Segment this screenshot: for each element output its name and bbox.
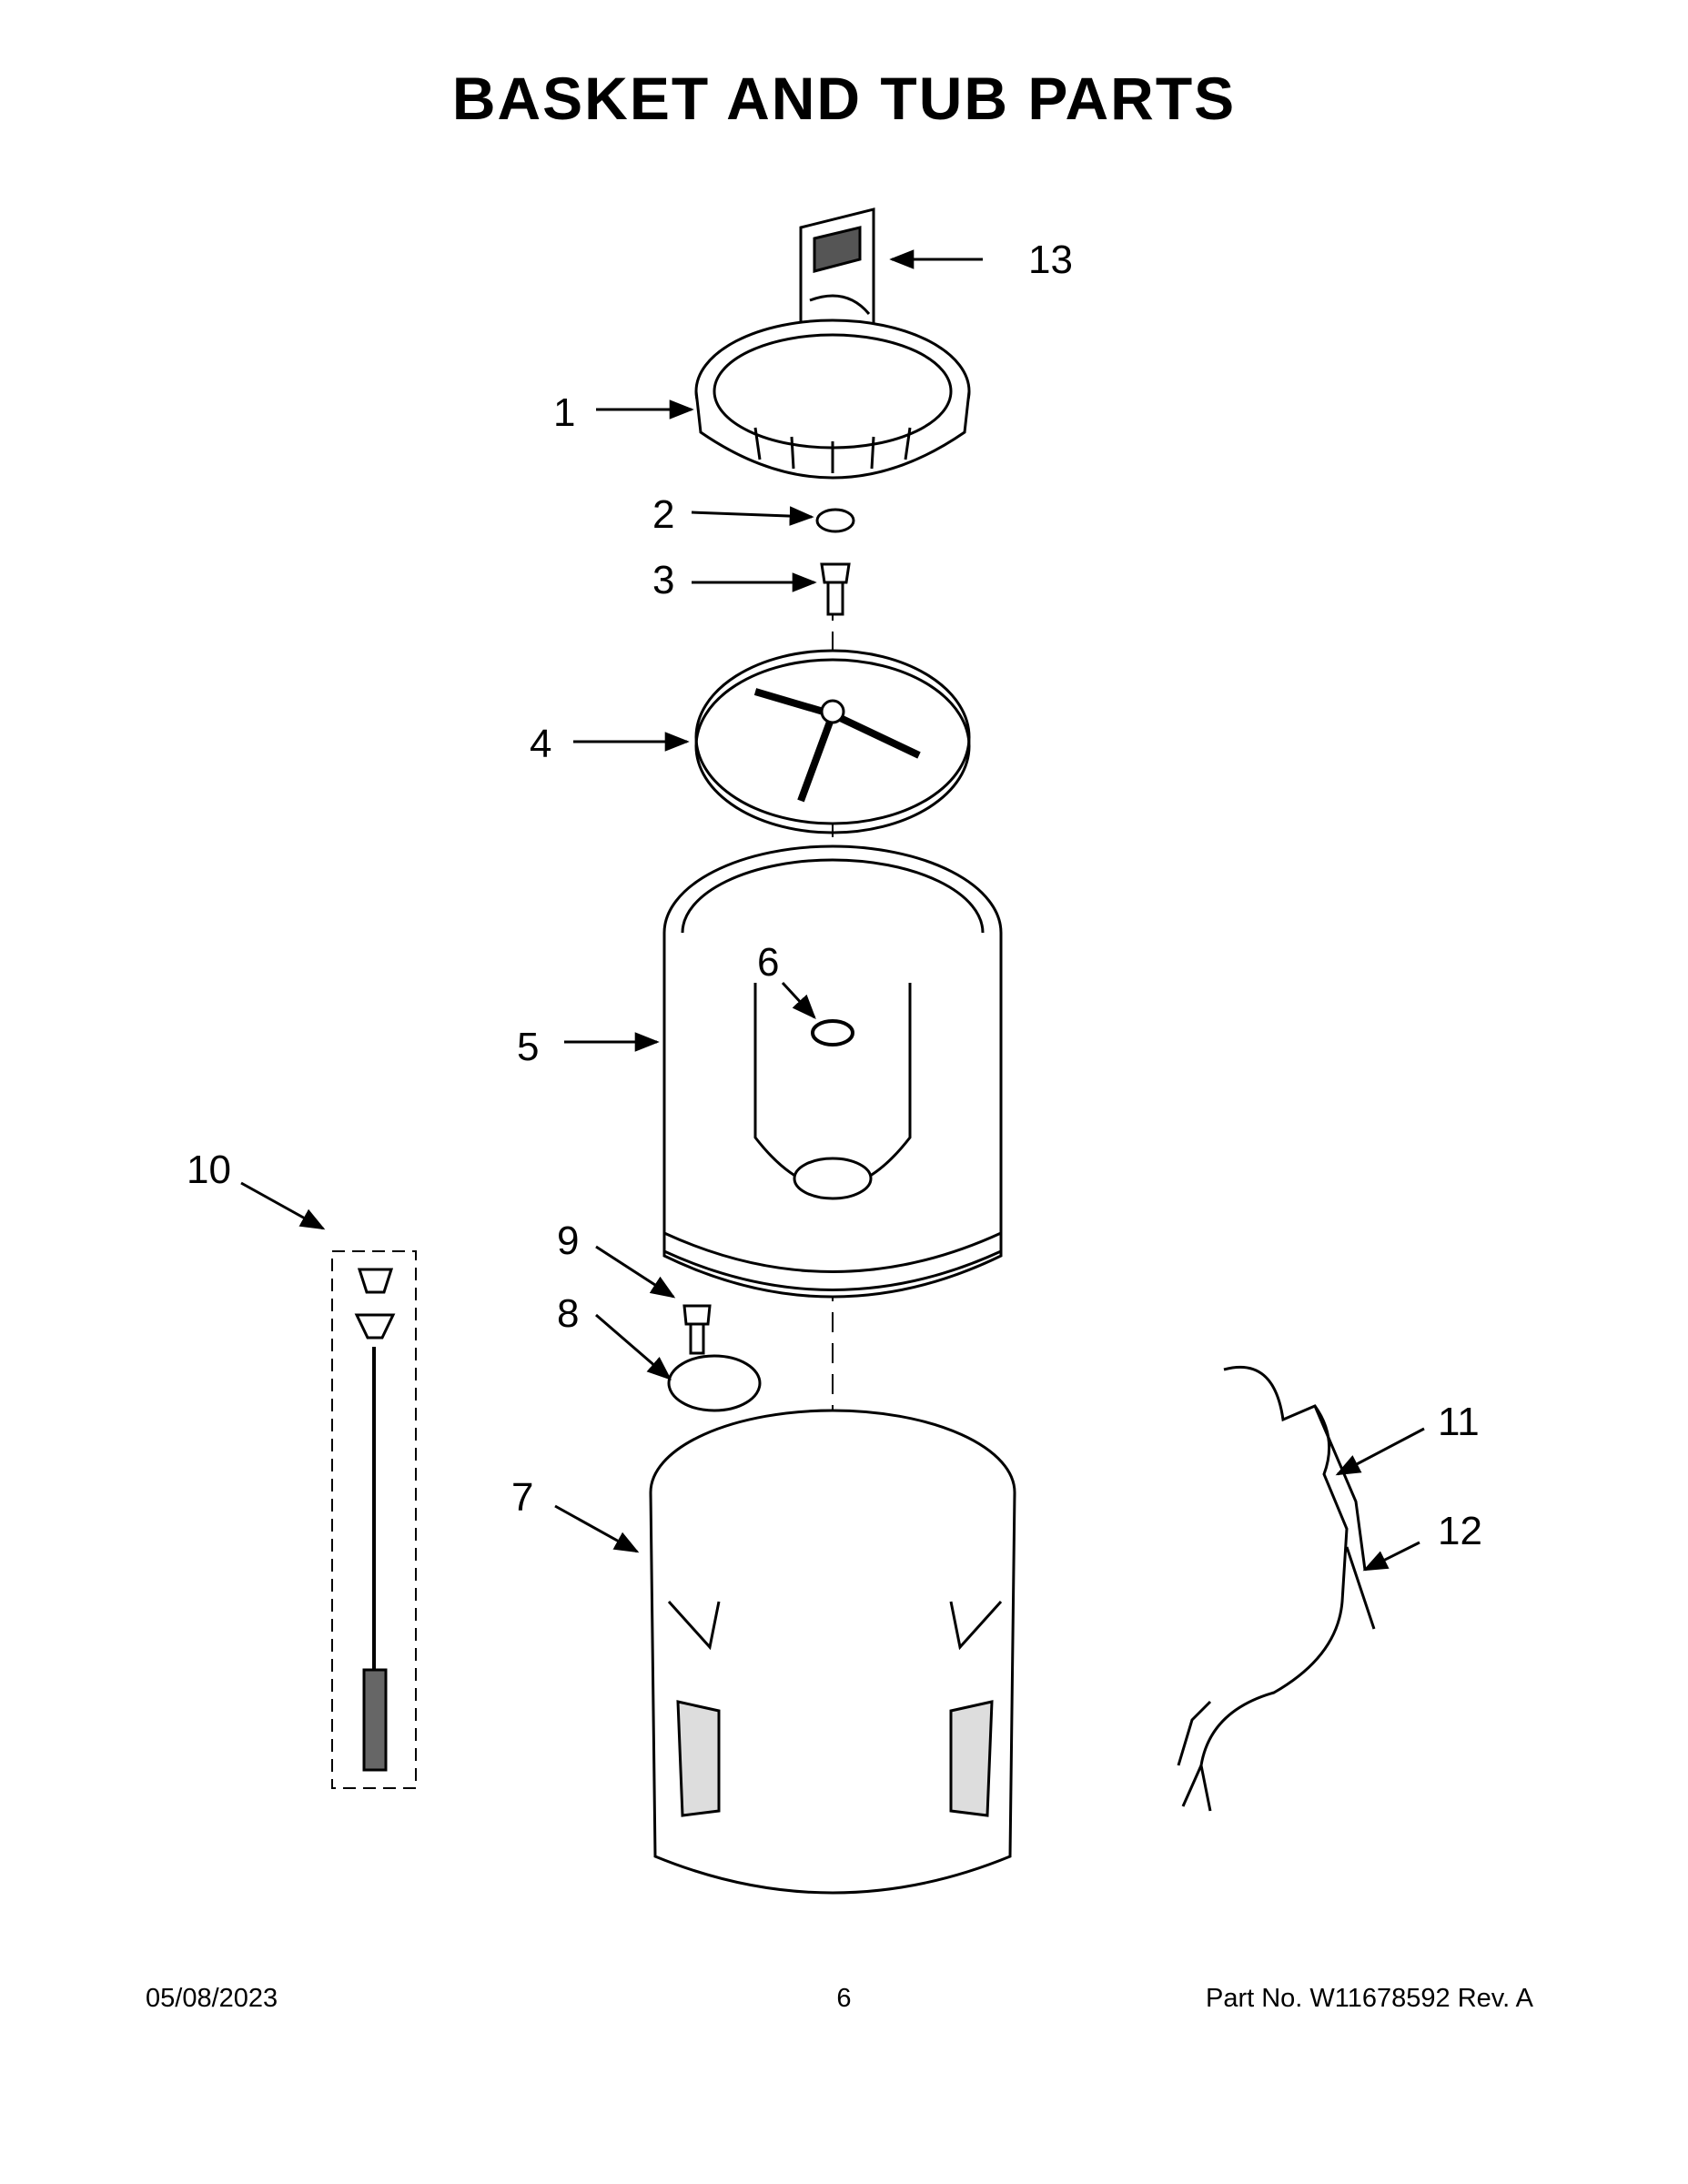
callout-label-4: 4: [530, 722, 551, 766]
callout-label-8: 8: [557, 1291, 579, 1336]
impeller-part-4: [694, 649, 971, 834]
callout-label-5: 5: [517, 1025, 539, 1069]
callout-label-9: 9: [557, 1218, 579, 1263]
bolt-part-3: [820, 562, 851, 616]
callout-label-13: 13: [1028, 238, 1073, 282]
plate-part-8: [667, 1354, 762, 1412]
bearing-part-6: [811, 1019, 854, 1046]
callout-label-10: 10: [187, 1148, 231, 1192]
suspension-rod-part-10: [331, 1250, 417, 1789]
basket-ring-part-1: [694, 318, 971, 480]
callout-label-2: 2: [652, 492, 674, 537]
basket-part-5: [662, 844, 1003, 1299]
callout-label-3: 3: [652, 558, 674, 602]
callout-label-6: 6: [757, 940, 779, 985]
footer-date: 05/08/2023: [146, 1984, 278, 2013]
footer-part-info: Part No. W11678592 Rev. A: [1205, 1984, 1533, 2013]
wire-harness-parts-11-12: [1177, 1365, 1376, 1812]
cap-part-2: [815, 508, 855, 533]
callout-leaders: [240, 249, 1425, 1572]
callout-label-7: 7: [511, 1475, 533, 1520]
screw-part-9: [682, 1304, 712, 1355]
callout-label-12: 12: [1438, 1509, 1482, 1553]
tub-part-7: [649, 1409, 1016, 1895]
callout-label-11: 11: [1438, 1400, 1480, 1444]
callout-label-1: 1: [553, 390, 575, 435]
page-title: BASKET AND TUB PARTS: [451, 65, 1237, 132]
footer-page-number: 6: [836, 1984, 852, 2013]
